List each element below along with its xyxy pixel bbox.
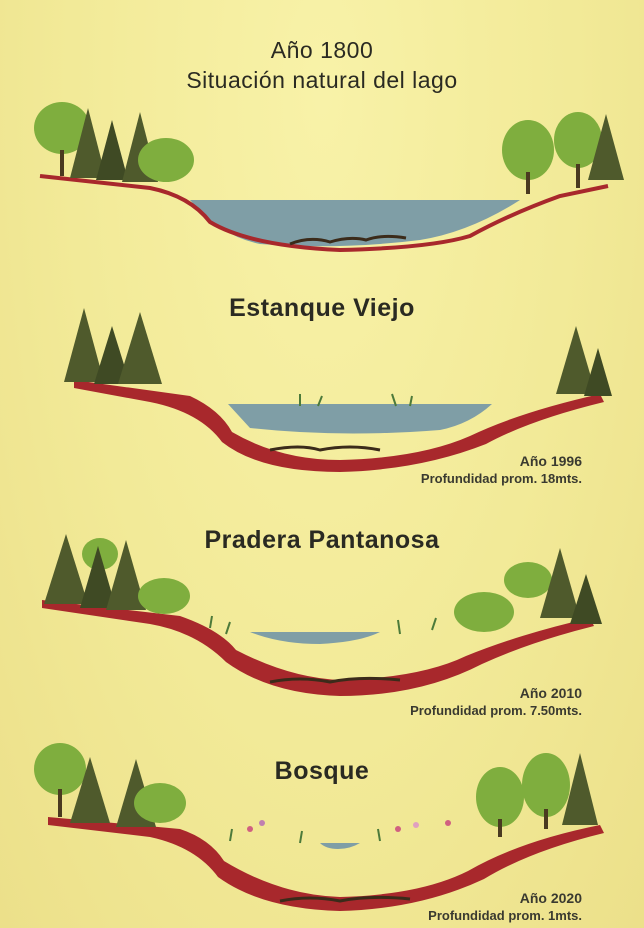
stage-caption: Año 2020 Profundidad prom. 1mts. xyxy=(428,889,582,925)
stage-pradera-pantanosa: Pradera Pantanosa xyxy=(0,500,644,725)
marsh-water xyxy=(250,632,380,644)
stage-caption: Año 1996 Profundidad prom. 18mts. xyxy=(421,452,582,488)
depth-label: Profundidad prom. 18mts. xyxy=(420,471,582,486)
year-label: Año 2020 xyxy=(519,890,582,906)
left-forest xyxy=(34,102,194,182)
stage-title: Estanque Viejo xyxy=(229,294,415,322)
natural-lake-cross-section xyxy=(34,102,624,253)
stage-bosque: Bosque xyxy=(0,725,644,928)
stage-title-subtitle: Situación natural del lago xyxy=(186,67,458,93)
right-forest xyxy=(476,753,598,837)
stage-estanque-viejo: Estanque Viejo Año 1996 Profu xyxy=(0,260,644,500)
right-forest xyxy=(454,548,602,632)
depth-label: Profundidad prom. 1mts. xyxy=(428,908,582,923)
meadow-flowers xyxy=(229,820,451,844)
left-forest xyxy=(64,308,162,384)
stage-title: Pradera Pantanosa xyxy=(204,526,440,554)
estanque-cross-section xyxy=(64,308,612,472)
marsh-reeds xyxy=(299,393,413,407)
stage-natural-lake: Año 1800 Situación natural del lago xyxy=(0,0,644,260)
soil-layer xyxy=(42,600,594,696)
year-label: Año 2010 xyxy=(519,685,582,701)
lakebed-sediment xyxy=(269,676,401,684)
right-forest xyxy=(502,112,624,194)
soil-layer xyxy=(74,380,604,472)
depth-label: Profundidad prom. 7.50mts. xyxy=(410,703,582,718)
lake-water xyxy=(190,200,520,247)
year-label: Año 1996 xyxy=(519,453,582,469)
stage-title: Bosque xyxy=(274,757,370,785)
soil-layer xyxy=(48,817,604,911)
lake-basin xyxy=(39,174,609,253)
left-forest xyxy=(44,534,190,614)
pradera-cross-section xyxy=(42,534,602,696)
lakebed-sediment xyxy=(269,445,381,452)
lakebed-sediment xyxy=(289,234,407,246)
marsh-grass xyxy=(209,615,437,635)
pond-water xyxy=(228,404,492,434)
stage-title-year: Año 1800 xyxy=(270,37,374,63)
right-forest xyxy=(556,326,612,396)
stage-caption: Año 2010 Profundidad prom. 7.50mts. xyxy=(410,684,582,720)
lakebed-sediment xyxy=(279,895,411,903)
left-forest xyxy=(34,743,186,827)
remnant-water xyxy=(320,843,360,849)
bosque-cross-section xyxy=(34,743,604,911)
